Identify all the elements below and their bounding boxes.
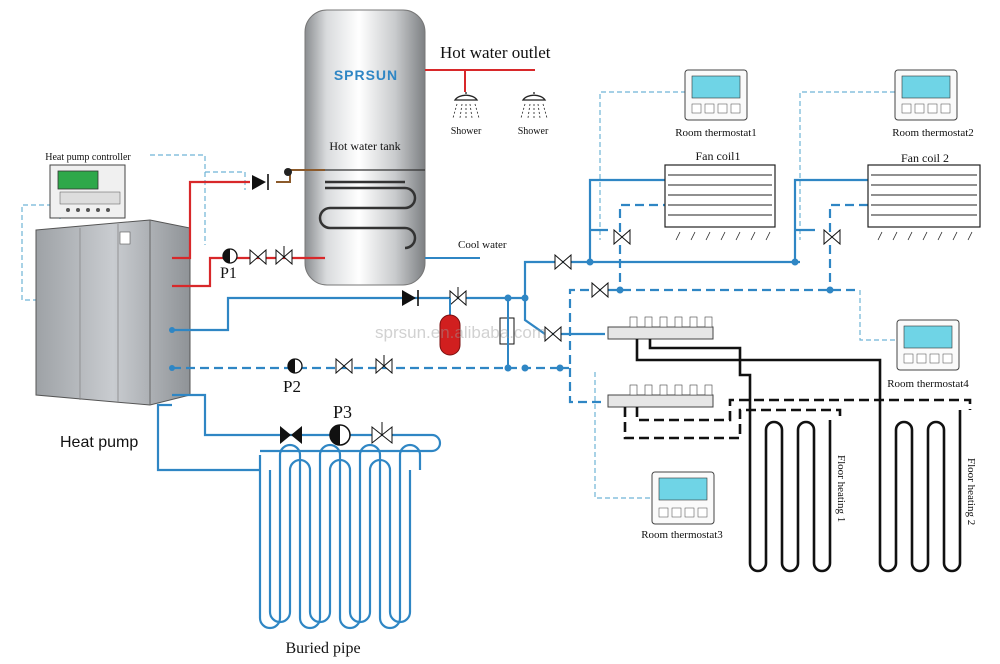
- tank-hot-circuit-pipes: [172, 180, 325, 288]
- buried-pipe-label: Buried pipe: [285, 640, 360, 657]
- control-wiring: [21, 91, 895, 499]
- cool-water-label: Cool water: [458, 239, 507, 251]
- pump-p1-icon: [222, 248, 238, 264]
- pump-p2-label: P2: [283, 377, 301, 396]
- valve-icon: [335, 357, 353, 375]
- fan-coil-2-label: Fan coil 2: [901, 151, 949, 165]
- fan-coil-1: [664, 164, 776, 241]
- valve-icon: [544, 325, 562, 343]
- floor-heating-supply-manifold: [607, 316, 714, 340]
- room-thermostat-2-label: Room thermostat2: [892, 127, 974, 139]
- valve-icon: [613, 228, 631, 246]
- pipe-junction-dots: [169, 258, 834, 372]
- shower-head-icon: [452, 92, 480, 119]
- expansion-tank: [439, 298, 461, 356]
- room-thermostat-3: [651, 471, 715, 525]
- floor-heating-2-label: Floor heating 2: [965, 458, 977, 525]
- heat-pump-unit: [35, 219, 191, 406]
- heating-return-pipe: [172, 203, 868, 404]
- floor-heating-1-label: Floor heating 1: [835, 455, 847, 522]
- tank-sensor-icon: [284, 168, 292, 176]
- valve-icon: [371, 422, 393, 445]
- tank-brand-logo: SPRSUN: [334, 67, 398, 83]
- pump-p3-icon: [329, 424, 351, 446]
- shower-head-icon: [520, 92, 548, 119]
- check-valve-icon: [252, 174, 269, 190]
- tank-hot-circuit-return: [276, 169, 325, 183]
- floor-heating-return-pipes: [623, 398, 972, 440]
- valve-icon: [249, 248, 267, 266]
- hot-water-tank: [304, 9, 426, 286]
- hot-water-tank-label: Hot water tank: [329, 139, 400, 153]
- shower-2-label: Shower: [518, 126, 549, 137]
- valve-icon: [375, 355, 393, 375]
- valve-icon: [554, 253, 572, 271]
- pump-p3-label: P3: [333, 402, 352, 422]
- shower-1-label: Shower: [451, 126, 482, 137]
- room-thermostat-4: [896, 319, 960, 371]
- watermark-text: sprsun.en.alibaba.com: [375, 323, 546, 342]
- pump-p1-label: P1: [220, 265, 237, 282]
- room-thermostat-2: [894, 69, 958, 121]
- ground-loop-pipe: [156, 393, 442, 630]
- heat-pump-label: Heat pump: [60, 434, 138, 451]
- room-thermostat-4-label: Room thermostat4: [887, 378, 969, 390]
- valve-icon: [591, 281, 609, 299]
- valve-icon: [275, 246, 293, 266]
- room-thermostat-1-label: Room thermostat1: [675, 127, 757, 139]
- heat-pump-controller: [49, 164, 126, 219]
- heat-pump-controller-label: Heat pump controller: [45, 152, 131, 163]
- hot-water-outlet-pipe: [425, 69, 535, 92]
- check-valve-icon: [402, 290, 419, 306]
- pump-p2-icon: [287, 358, 303, 374]
- valve-icon: [449, 287, 467, 307]
- fan-coil-1-label: Fan coil1: [696, 149, 741, 163]
- room-thermostat-1: [684, 69, 748, 121]
- hot-water-outlet-label: Hot water outlet: [440, 43, 551, 62]
- room-thermostat-3-label: Room thermostat3: [641, 529, 723, 541]
- floor-heating-return-manifold: [607, 384, 714, 408]
- floor-heating-pipes: [635, 339, 962, 573]
- safety-valve-group: [499, 298, 515, 368]
- valve-icon: [280, 426, 302, 444]
- fan-coil-2: [867, 164, 981, 241]
- valve-icon: [823, 228, 841, 246]
